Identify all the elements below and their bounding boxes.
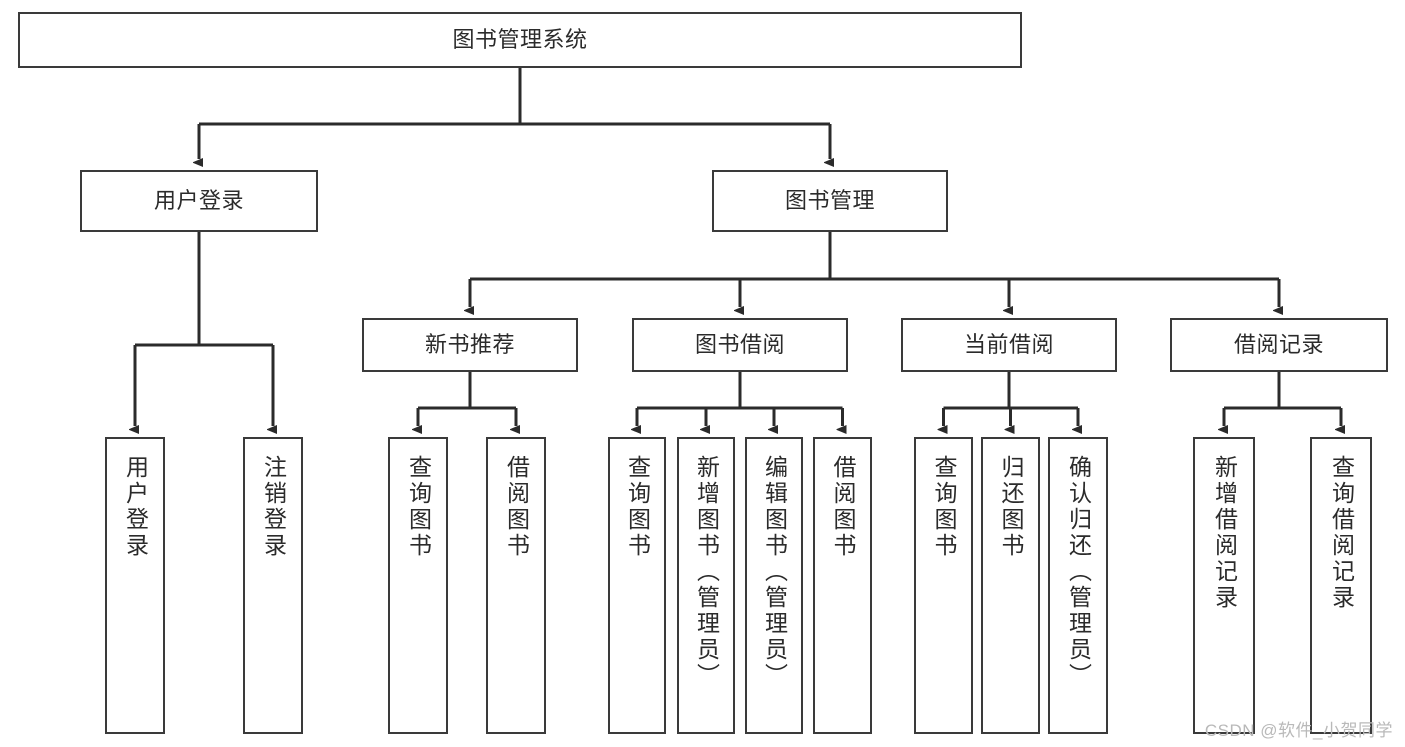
leaf-node-leaf-borrow-book-2[interactable]: 借阅图书 (813, 437, 872, 734)
node-new-book-recommend[interactable]: 新书推荐 (362, 318, 578, 372)
node-label: 查询图书 (405, 455, 432, 559)
node-label: 借阅图书 (830, 455, 856, 559)
node-label: 新增借阅记录 (1211, 455, 1238, 611)
node-root[interactable]: 图书管理系统 (18, 12, 1022, 68)
node-label: 归还图书 (998, 455, 1024, 559)
node-label: 新增图书（管理员） (693, 455, 720, 689)
node-label: 编辑图书（管理员） (761, 455, 788, 689)
leaf-node-leaf-query-book-3[interactable]: 查询图书 (914, 437, 973, 734)
leaf-node-leaf-add-book[interactable]: 新增图书（管理员） (677, 437, 735, 734)
node-label: 用户登录 (122, 455, 149, 559)
node-label: 当前借阅 (963, 331, 1054, 357)
node-book-management[interactable]: 图书管理 (712, 170, 948, 232)
leaf-node-leaf-query-book-2[interactable]: 查询图书 (608, 437, 666, 734)
node-label: 注销登录 (260, 455, 287, 559)
node-label: 查询借阅记录 (1328, 455, 1355, 611)
leaf-node-leaf-confirm-return[interactable]: 确认归还（管理员） (1048, 437, 1108, 734)
leaf-node-leaf-query-book-1[interactable]: 查询图书 (388, 437, 448, 734)
node-user-login[interactable]: 用户登录 (80, 170, 318, 232)
node-label: 用户登录 (153, 187, 244, 213)
node-label: 图书管理系统 (452, 26, 588, 52)
node-borrow-record[interactable]: 借阅记录 (1170, 318, 1388, 372)
node-current-borrow[interactable]: 当前借阅 (901, 318, 1117, 372)
node-label: 查询图书 (931, 455, 957, 559)
node-label: 新书推荐 (424, 331, 515, 357)
leaf-node-leaf-edit-book[interactable]: 编辑图书（管理员） (745, 437, 803, 734)
leaf-node-leaf-user-logout[interactable]: 注销登录 (243, 437, 303, 734)
leaf-node-leaf-query-record[interactable]: 查询借阅记录 (1310, 437, 1372, 734)
csdn-watermark: CSDN @软件_小贺同学 (1204, 721, 1393, 740)
node-book-borrow[interactable]: 图书借阅 (632, 318, 848, 372)
node-label: 借阅图书 (503, 455, 530, 559)
leaf-node-leaf-add-record[interactable]: 新增借阅记录 (1193, 437, 1255, 734)
node-label: 确认归还（管理员） (1065, 455, 1092, 689)
leaf-node-leaf-borrow-book-1[interactable]: 借阅图书 (486, 437, 546, 734)
node-label: 借阅记录 (1233, 331, 1324, 357)
node-label: 图书借阅 (694, 331, 785, 357)
node-label: 图书管理 (784, 187, 875, 213)
leaf-node-leaf-return-book[interactable]: 归还图书 (981, 437, 1040, 734)
leaf-node-leaf-user-login[interactable]: 用户登录 (105, 437, 165, 734)
node-label: 查询图书 (624, 455, 651, 559)
